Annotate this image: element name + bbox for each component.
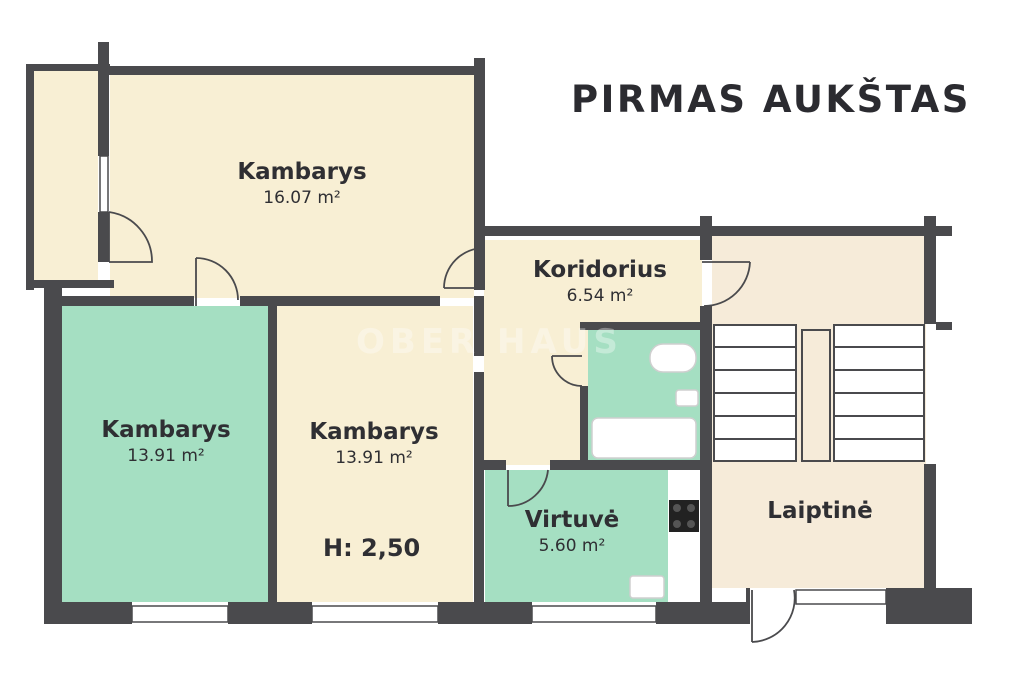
- windows: [99, 155, 887, 623]
- bathtub: [591, 417, 697, 459]
- page-title: PIRMAS AUKŠTAS: [571, 78, 971, 121]
- watermark: OBER HAUS: [356, 322, 623, 362]
- walls: [26, 42, 972, 624]
- room-label-top: Kambarys 16.07 m²: [202, 158, 402, 210]
- room-name: Kambarys: [101, 417, 231, 443]
- room-area: 5.60 m²: [538, 536, 606, 556]
- room-area: 6.54 m²: [566, 286, 634, 306]
- kitchen-sink: [629, 575, 665, 599]
- room-label-middle: Kambarys 13.91 m²: [274, 418, 474, 470]
- room-label-virtuve: Virtuvė 5.60 m²: [487, 506, 657, 558]
- room-label-laiptine: Laiptinė: [742, 497, 898, 525]
- room-name: Laiptinė: [767, 498, 873, 524]
- room-area: 13.91 m²: [335, 448, 413, 468]
- sink: [675, 389, 699, 407]
- room-name: Virtuvė: [524, 507, 620, 533]
- balcony-floor: [34, 70, 98, 280]
- room-green-floor: [62, 306, 268, 602]
- room-area: 13.91 m²: [127, 446, 205, 466]
- kitchen-counter: [668, 470, 700, 602]
- doors: [108, 211, 796, 643]
- stove-icon: [669, 500, 699, 532]
- room-name: Kambarys: [309, 419, 439, 445]
- room-label-green: Kambarys 13.91 m²: [66, 416, 266, 468]
- room-top-floor: [110, 74, 474, 298]
- room-name: Koridorius: [532, 257, 667, 283]
- stairs: [713, 324, 925, 462]
- room-name: Kambarys: [237, 159, 367, 185]
- room-label-koridorius: Koridorius 6.54 m²: [500, 256, 700, 308]
- room-area: 16.07 m²: [263, 188, 341, 208]
- room-middle-floor: [277, 306, 473, 602]
- ceiling-height: H: 2,50: [323, 534, 421, 562]
- toilet: [649, 343, 697, 373]
